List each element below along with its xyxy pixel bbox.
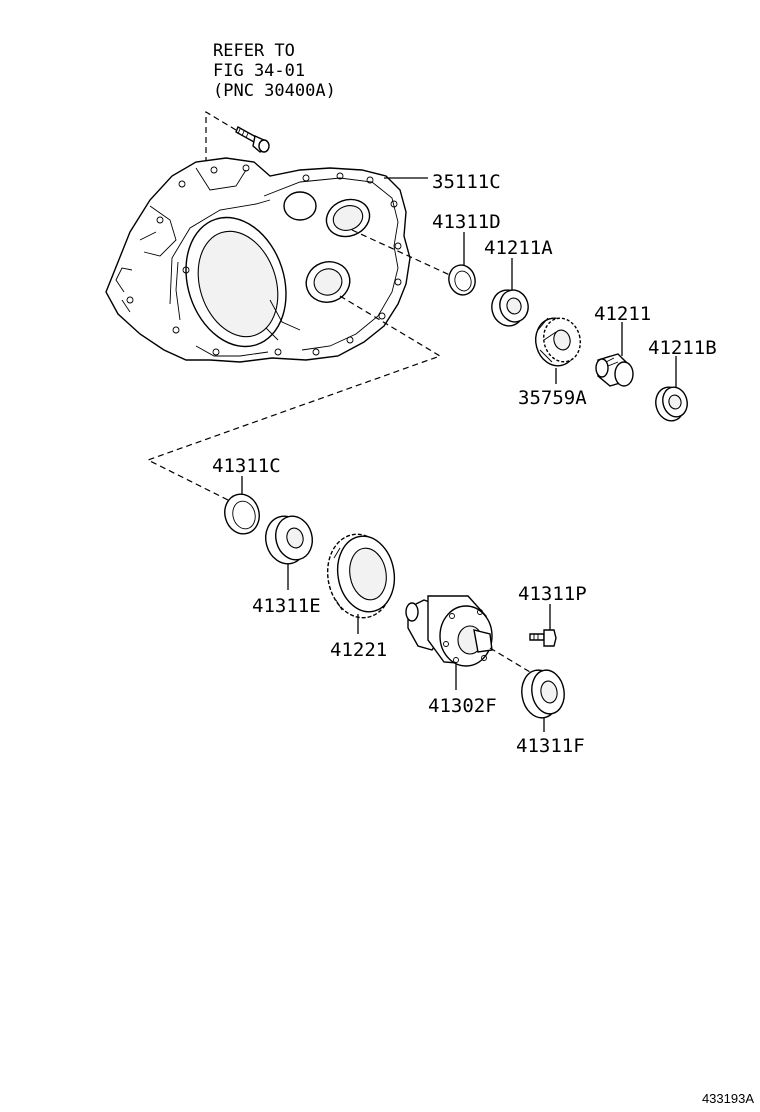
ring-gear-drawing <box>326 533 396 619</box>
bearing-lower-drawing <box>265 515 313 565</box>
label-bearing-upper: 41211A <box>484 237 553 259</box>
label-seal-lower: 41311C <box>212 455 281 477</box>
label-pinion: 41211 <box>594 303 651 325</box>
label-bearing-lower: 41311E <box>252 595 321 617</box>
case-bolt-drawing <box>235 126 270 153</box>
label-bearing-diff: 41311F <box>516 735 585 757</box>
lower-axis-line <box>146 295 442 501</box>
bolt-drawing <box>529 629 557 647</box>
label-case: 35111C <box>432 171 501 193</box>
transmission-case-drawing <box>105 157 411 363</box>
differential-case-drawing <box>405 595 493 667</box>
figure-id: 433193A <box>702 1091 754 1106</box>
label-seal-upper: 41311D <box>432 211 501 233</box>
seal-upper-drawing <box>448 264 476 296</box>
label-differential-case: 41302F <box>428 695 497 717</box>
label-ring-gear: 41221 <box>330 639 387 661</box>
gear-upper-drawing <box>535 317 581 367</box>
bearing-pinion-drawing <box>655 386 688 422</box>
label-bolt: 41311P <box>518 583 587 605</box>
label-bearing-pinion: 41211B <box>648 337 717 359</box>
pinion-drawing <box>595 353 634 387</box>
upper-axis-line <box>351 229 453 277</box>
reference-note-line2: FIG 34-01 <box>213 61 305 81</box>
bearing-upper-drawing <box>491 289 529 327</box>
label-gear-upper: 35759A <box>518 387 587 409</box>
reference-note-line1: REFER TO <box>213 41 295 61</box>
diff-axis-line <box>489 647 531 673</box>
seal-lower-drawing <box>224 493 260 535</box>
reference-note-line3: (PNC 30400A) <box>213 81 336 101</box>
reference-note: REFER TO FIG 34-01 (PNC 30400A) <box>213 41 336 101</box>
bearing-diff-drawing <box>521 669 565 719</box>
